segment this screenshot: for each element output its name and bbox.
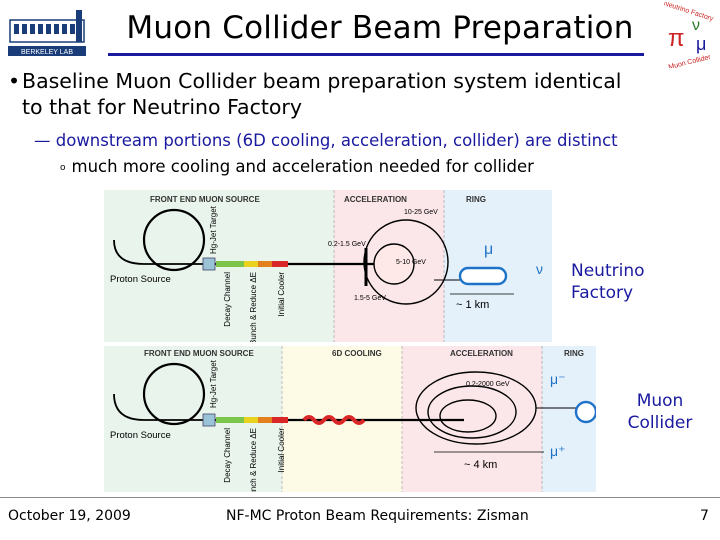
accel-racetrack-inner <box>439 399 497 433</box>
bullet-main-line1: Baseline Muon Collider beam preparation … <box>22 69 622 93</box>
mc-target-label: Hg-Jet Target <box>209 359 218 408</box>
cooler-block <box>272 261 288 267</box>
footer-divider <box>0 497 720 498</box>
decay-channel-block <box>216 261 244 267</box>
buncher-block <box>244 261 258 267</box>
ring-region <box>444 190 552 342</box>
rla-inner <box>373 243 415 285</box>
mc-buncher-block <box>244 417 258 423</box>
footer-title: NF-MC Proton Beam Requirements: Zisman <box>226 508 529 524</box>
svg-text:ν: ν <box>692 17 700 34</box>
ring-size: ~ 1 km <box>456 299 489 311</box>
neutrino-factory-diagram: FRONT END MUON SOURCE ACCELERATION RING … <box>104 190 552 342</box>
mc-decay-channel-block <box>216 417 244 423</box>
page-number: 7 <box>700 508 709 524</box>
sub-sub-marker: o <box>60 162 66 173</box>
energy-10-25: 10-25 GeV <box>404 209 438 216</box>
phase-rotator-block <box>258 261 272 267</box>
mc-bunch-reduce-label: Bunch & Reduce ΔE <box>249 428 258 492</box>
target-block <box>202 257 216 271</box>
nu-symbol: ν <box>536 261 543 277</box>
target-label: Hg-Jet Target <box>209 205 218 254</box>
mc-decay-channel-label: Decay Channel <box>223 428 232 483</box>
energy-15-5: 1.5-5 GeV <box>354 295 386 302</box>
svg-text:μ: μ <box>696 34 706 54</box>
footer-date: October 19, 2009 <box>8 508 131 524</box>
mc-ring-size: ~ 4 km <box>464 459 497 471</box>
bullet-main: •Baseline Muon Collider beam preparation… <box>8 68 708 120</box>
mc-header-ring: RING <box>564 349 584 358</box>
mc-energy-range: 0.2-2000 GeV <box>466 381 510 388</box>
sub-sub-bullet: o much more cooling and acceleration need… <box>60 157 680 176</box>
header-acceleration: ACCELERATION <box>344 195 407 204</box>
neutrino-factory-label-line1: Neutrino <box>571 261 645 281</box>
bullet-main-line2: to that for Neutrino Factory <box>22 95 302 119</box>
neutrino-factory-label: Neutrino Factory <box>571 260 681 304</box>
energy-5-10: 5-10 GeV <box>396 259 426 266</box>
muon-collider-label: Muon Collider <box>615 390 705 434</box>
logo-right-bottom-text: Muon Collider <box>668 54 712 68</box>
muon-collider-diagram: FRONT END MUON SOURCE 6D COOLING ACCELER… <box>104 346 596 492</box>
collider-ring <box>574 400 596 424</box>
logo-left-text: BERKELEY LAB <box>21 49 73 56</box>
mc-header-6d-cooling: 6D COOLING <box>332 349 382 358</box>
storage-ring <box>458 266 508 286</box>
mc-header-front-end: FRONT END MUON SOURCE <box>144 349 254 358</box>
title-underline <box>108 53 644 56</box>
proton-source-label: Proton Source <box>110 274 171 285</box>
6d-cooling-channel <box>302 415 366 425</box>
mc-target-block <box>202 413 216 427</box>
logo-right-top-text: Neutrino Factory <box>663 2 715 23</box>
mu-plus-symbol: μ⁺ <box>550 443 565 459</box>
nf-mc-logo: Neutrino Factory π ν μ Muon Collider <box>663 2 715 68</box>
svg-text:π: π <box>668 25 685 52</box>
sub-bullet: — downstream portions (6D cooling, accel… <box>34 131 618 150</box>
initial-cooler-label: Initial Cooler <box>277 272 286 317</box>
mc-initial-cooler-label: Initial Cooler <box>277 428 286 473</box>
mu-minus-symbol: μ⁻ <box>550 371 565 387</box>
decay-channel-label: Decay Channel <box>223 272 232 327</box>
bunch-reduce-label: Bunch & Reduce ΔE <box>249 272 258 342</box>
berkeley-lab-logo: BERKELEY LAB <box>6 6 88 58</box>
energy-02-15: 0.2-1.5 GeV <box>328 241 366 248</box>
proton-ring <box>142 208 206 272</box>
mc-header-acceleration: ACCELERATION <box>450 349 513 358</box>
mu-symbol: μ <box>484 241 493 258</box>
header-front-end: FRONT END MUON SOURCE <box>150 195 260 204</box>
accel-racetrack-mid <box>427 385 517 439</box>
muon-collider-label-line2: Collider <box>627 413 693 433</box>
mc-proton-ring <box>142 362 206 426</box>
sub-sub-text: much more cooling and acceleration neede… <box>71 157 534 176</box>
neutrino-factory-label-line2: Factory <box>571 283 634 303</box>
mc-cooler-block <box>272 417 288 423</box>
muon-collider-label-line1: Muon <box>636 391 684 411</box>
slide-title: Muon Collider Beam Preparation <box>126 10 634 46</box>
rla-outer <box>363 219 449 305</box>
mc-phase-rotator-block <box>258 417 272 423</box>
header-ring: RING <box>466 195 486 204</box>
mc-proton-source-label: Proton Source <box>110 430 171 441</box>
